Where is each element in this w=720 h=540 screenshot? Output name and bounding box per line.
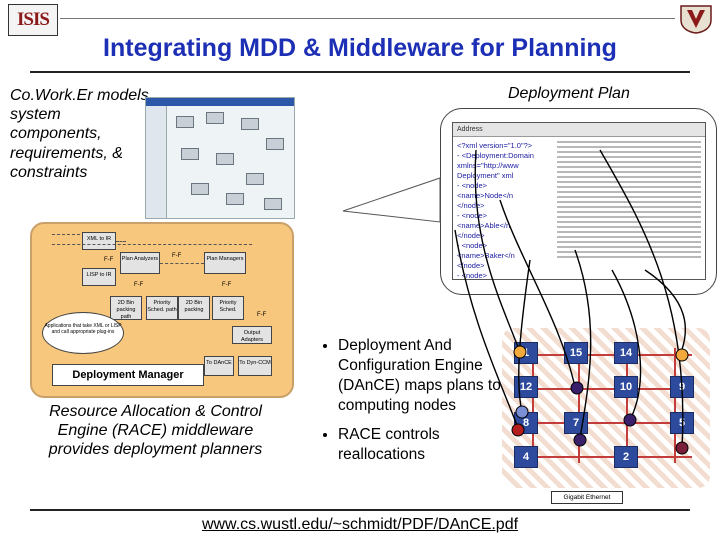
header-rule xyxy=(60,18,675,19)
xml-line: - <node> xyxy=(457,271,488,280)
title-rule xyxy=(30,71,690,73)
compute-node: 15 xyxy=(564,342,588,364)
coworker-caption: Co.Work.Er models system components, req… xyxy=(10,87,149,181)
network-link xyxy=(626,348,628,463)
screenshot-titlebar xyxy=(146,98,294,106)
xml-line: - <Deployment:Domain xyxy=(457,151,534,160)
dm-edge-label: F-F xyxy=(134,282,144,288)
isis-logo: ISIS xyxy=(8,4,58,36)
xml-line: <name>Node</n xyxy=(457,191,514,200)
dm-box: To Dyn-CCM xyxy=(238,356,272,376)
dm-connector xyxy=(116,241,126,242)
address-bar: Address xyxy=(453,123,705,137)
network-link xyxy=(674,348,676,463)
network-link xyxy=(522,456,692,458)
network-link xyxy=(578,348,580,463)
dm-edge-label: F-F xyxy=(172,253,182,259)
model-component xyxy=(176,116,194,128)
network-link xyxy=(522,388,692,390)
dm-box: To DAnCE xyxy=(204,356,234,376)
network-link xyxy=(532,348,534,463)
mapping-curve xyxy=(454,229,519,429)
xml-line: - <node> xyxy=(457,181,488,190)
dm-connector xyxy=(52,244,252,245)
coworker-model-screenshot xyxy=(145,97,295,219)
dm-box: Plan Analyzers xyxy=(120,252,160,274)
mapping-curve xyxy=(611,269,642,421)
mapping-pin xyxy=(570,381,584,395)
network-link xyxy=(522,354,692,356)
dm-edge-label: F-F xyxy=(104,257,114,263)
dm-connector xyxy=(160,263,204,264)
mapping-curve xyxy=(574,249,592,439)
computing-node-grid: 1 15 14 12 10 9 8 7 5 4 2 xyxy=(502,328,710,488)
mapping-pin xyxy=(511,423,525,437)
screenshot-sidebar xyxy=(146,106,167,218)
xml-line: xmlns="http://www xyxy=(457,161,519,170)
dm-connector xyxy=(52,234,80,235)
compute-node: 10 xyxy=(614,376,638,398)
footer-rule xyxy=(30,509,690,511)
dm-box: 2D Bin packing xyxy=(178,296,210,320)
race-caption: Resource Allocation & Control Engine (RA… xyxy=(48,403,263,459)
bullet-item: Deployment And Configuration Engine (DAn… xyxy=(338,336,520,417)
compute-node: 2 xyxy=(614,446,638,468)
dm-box: LISP to IR xyxy=(82,268,116,286)
dm-plugin-ellipse: Applications that take XML or LISP and c… xyxy=(42,312,124,354)
reference-url-link[interactable]: www.cs.wustl.edu/~schmidt/PDF/DAnCE.pdf xyxy=(201,516,519,533)
dm-box: Priority Sched. path xyxy=(146,296,178,320)
mapping-pin xyxy=(513,345,527,359)
mapping-curve xyxy=(474,149,521,353)
callout-wedge xyxy=(342,177,441,223)
dance-bullets: Deployment And Configuration Engine (DAn… xyxy=(320,336,520,473)
xml-line: <name>Able</n xyxy=(457,221,511,230)
compute-node: 4 xyxy=(514,446,538,468)
deployment-plan-label: Deployment Plan xyxy=(508,85,630,102)
gigabit-ethernet-label: Gigabit Ethernet xyxy=(551,491,623,504)
model-component xyxy=(191,183,209,195)
network-link xyxy=(522,422,692,424)
dm-box: Priority Sched. xyxy=(212,296,244,320)
dm-edge-label: F-F xyxy=(257,312,267,318)
mapping-pin xyxy=(515,405,529,419)
mapping-pin xyxy=(623,413,637,427)
slide-title: Integrating MDD & Middleware for Plannin… xyxy=(103,34,617,62)
dm-box: XML to IR xyxy=(82,232,116,250)
dm-box: 2D Bin packing path xyxy=(110,296,142,320)
compute-node: 14 xyxy=(614,342,638,364)
xml-line: - <node> xyxy=(457,241,488,250)
model-component xyxy=(266,138,284,150)
mapping-pin xyxy=(573,433,587,447)
dm-edge-label: F-F xyxy=(222,282,232,288)
mapping-curve xyxy=(518,259,531,413)
deployment-manager-diagram: XML to IR Plan Analyzers Plan Managers L… xyxy=(30,222,294,398)
mapping-curve xyxy=(499,199,576,388)
xml-line: </node> xyxy=(457,231,485,240)
mapping-curve xyxy=(599,149,684,449)
model-component xyxy=(216,153,234,165)
deployment-manager-caption: Deployment Manager xyxy=(52,364,204,386)
dm-box: Output Adapters xyxy=(232,326,272,344)
xml-line: <?xml version="1.0"?> xyxy=(457,141,533,150)
model-component xyxy=(206,112,224,124)
xml-line: </node> xyxy=(457,261,485,270)
dm-box: Plan Managers xyxy=(204,252,246,274)
xml-line: </node> xyxy=(457,201,485,210)
xml-line: Deployment" xml xyxy=(457,171,514,180)
bullet-item: RACE controls reallocations xyxy=(338,425,520,465)
model-component xyxy=(246,173,264,185)
mapping-pin xyxy=(675,441,689,455)
model-component xyxy=(181,148,199,160)
model-component xyxy=(264,198,282,210)
xml-line: - <node> xyxy=(457,211,488,220)
model-component xyxy=(241,118,259,130)
vanderbilt-v-icon xyxy=(680,5,712,34)
mapping-curve xyxy=(644,269,686,356)
model-component xyxy=(226,193,244,205)
mapping-pin xyxy=(675,348,689,362)
xml-code: <?xml version="1.0"?> - <Deployment:Doma… xyxy=(457,141,553,280)
